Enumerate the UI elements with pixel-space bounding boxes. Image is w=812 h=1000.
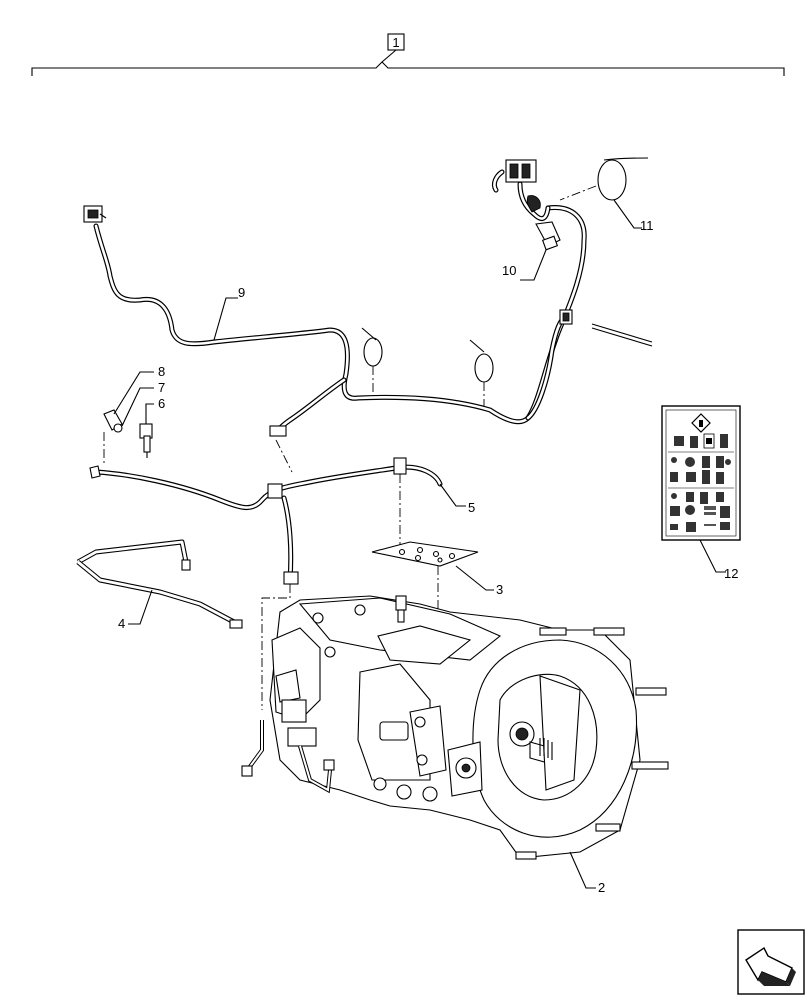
decal-symbols <box>670 433 731 532</box>
bell-housing-bolts <box>515 627 669 860</box>
callout-8: 8 <box>158 364 165 379</box>
pressure-sensor-10: 10 <box>502 221 561 281</box>
assembly-bracket: 1 <box>31 33 785 76</box>
callout-3: 3 <box>496 582 503 597</box>
callout-11: 11 <box>640 218 654 233</box>
arrow-icon[interactable] <box>737 929 805 995</box>
wire-harness-5: 5 <box>89 439 475 710</box>
callout-10: 10 <box>502 263 516 278</box>
sensor-group-6-7-8: 8 7 6 <box>103 364 165 466</box>
callout-9: 9 <box>238 285 245 300</box>
wire-harness-9 <box>83 205 653 437</box>
callout-1: 1 <box>392 35 399 50</box>
connector-cluster <box>491 159 551 221</box>
cable-tie-11: 11 <box>559 157 654 233</box>
callout-12: 12 <box>724 566 738 581</box>
callout-6: 6 <box>158 396 165 411</box>
decal-12: 12 <box>661 405 741 581</box>
callout-5: 5 <box>468 500 475 515</box>
valve-plate-3: 3 <box>371 541 503 660</box>
hydraulic-pipe-4: 4 <box>76 539 243 631</box>
callout-7: 7 <box>158 380 165 395</box>
callout-2: 2 <box>598 880 605 895</box>
transmission-housing-2: 2 <box>241 595 669 895</box>
callout-4: 4 <box>118 616 125 631</box>
